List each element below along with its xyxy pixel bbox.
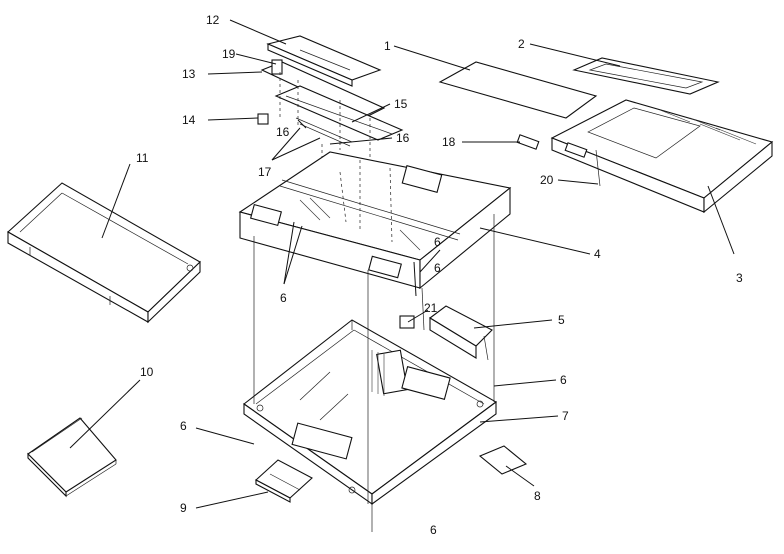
callout-4: 4	[594, 247, 601, 261]
callout-6f: 6	[430, 523, 437, 537]
callout-13: 13	[182, 67, 196, 81]
callout-16b: 16	[396, 131, 410, 145]
part-1-top-cover	[438, 61, 598, 119]
part-5-rear-board	[429, 305, 493, 361]
callout-12: 12	[206, 13, 220, 27]
callout-numbers: 12 19 13 14 16 15 16 17 1 2 18 20 3 4 11…	[136, 13, 743, 537]
callout-20: 20	[540, 173, 554, 187]
callout-10: 10	[140, 365, 154, 379]
callout-7: 7	[562, 409, 569, 423]
callout-6b: 6	[434, 261, 441, 275]
callout-1: 1	[384, 39, 391, 53]
alignment-lines	[253, 214, 495, 532]
callout-5: 5	[558, 313, 565, 327]
callout-6e: 6	[180, 419, 187, 433]
callout-6c: 6	[280, 291, 287, 305]
leader-lines	[69, 19, 735, 509]
part-8-label-plate	[478, 445, 528, 475]
callout-3: 3	[736, 271, 743, 285]
part-9-tray	[255, 459, 313, 503]
part-2-window-frame	[572, 57, 720, 95]
part-3-top-housing	[550, 99, 774, 214]
part-20-pin	[595, 149, 601, 187]
part-18-small-tab	[516, 134, 540, 150]
callout-9: 9	[180, 501, 187, 515]
callout-16a: 16	[276, 125, 290, 139]
callout-17: 17	[258, 165, 272, 179]
callout-14: 14	[182, 113, 196, 127]
callout-21: 21	[424, 301, 438, 315]
part-10-manual-booklet	[27, 417, 117, 498]
bottom-case	[243, 319, 498, 506]
part-11-keyboard-cover	[7, 182, 201, 324]
callout-15: 15	[394, 97, 408, 111]
callout-18: 18	[442, 135, 456, 149]
callout-2: 2	[518, 37, 525, 51]
part-21-small-bracket	[399, 315, 415, 329]
callout-11: 11	[136, 151, 149, 165]
callout-8: 8	[534, 489, 541, 503]
part-4-middle-frame	[238, 151, 512, 290]
callout-6d: 6	[560, 373, 567, 387]
callout-6a: 6	[434, 235, 441, 249]
callout-19: 19	[222, 47, 236, 61]
top-mechanism-assembly	[257, 35, 404, 170]
